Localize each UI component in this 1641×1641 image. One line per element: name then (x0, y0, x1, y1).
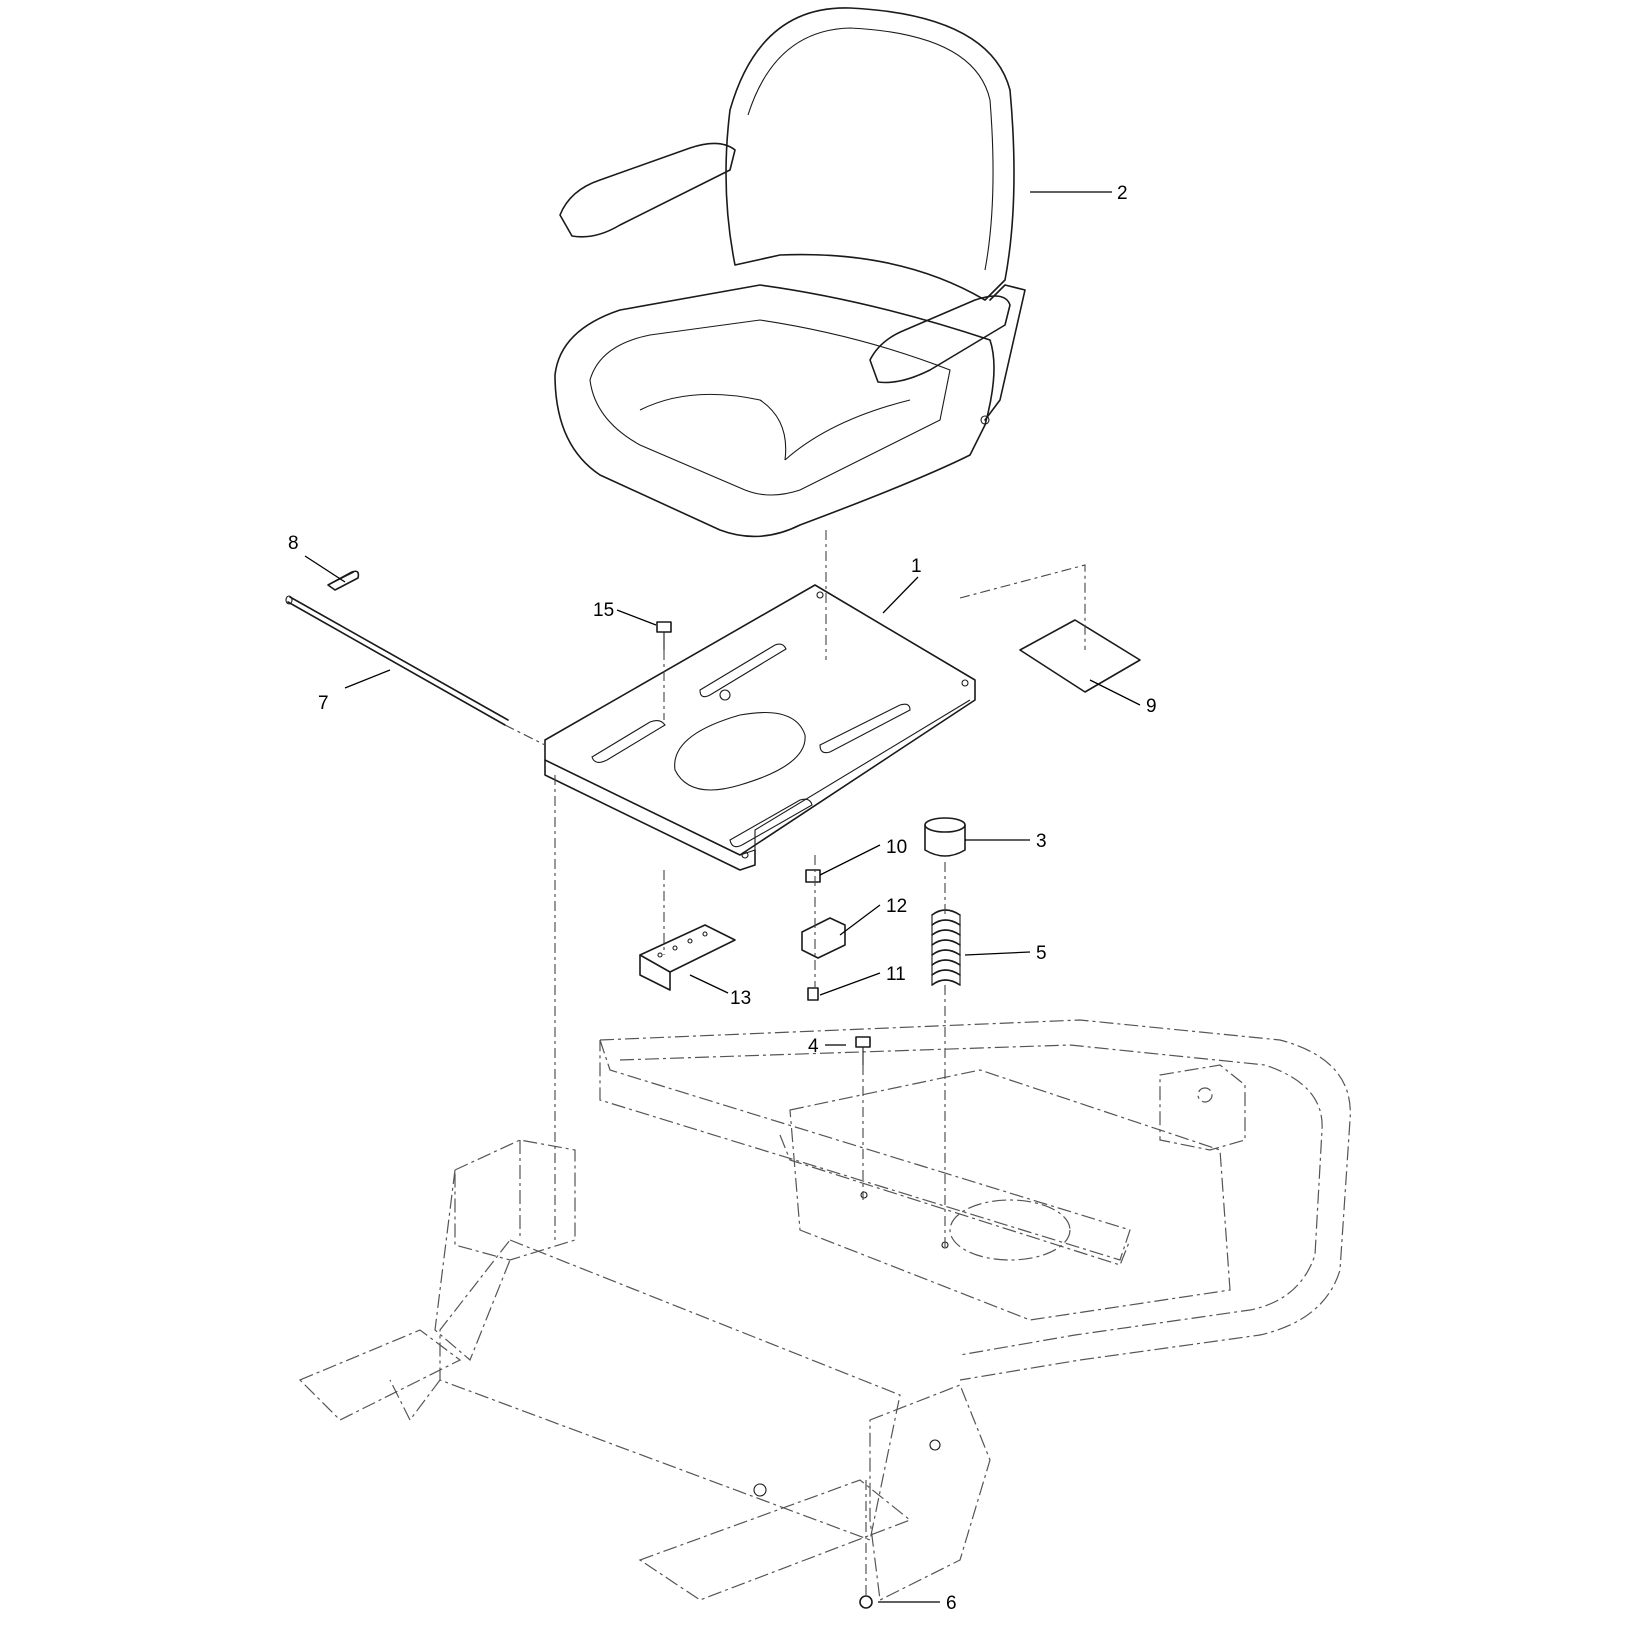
callout-10: 10 (886, 837, 907, 858)
seat-rod (285, 595, 509, 726)
chassis-frame-phantom (298, 1019, 1351, 1601)
callout-8: 8 (288, 533, 299, 554)
nut-10 (805, 869, 821, 883)
bolt-15 (656, 621, 672, 650)
callout-12: 12 (886, 896, 907, 917)
callout-4: 4 (808, 1036, 819, 1057)
callout-1: 1 (911, 556, 922, 577)
seat-pan-plate (544, 584, 976, 871)
slotted-bracket (639, 924, 736, 991)
callout-2: 2 (1117, 183, 1128, 204)
screw-11 (807, 987, 819, 1001)
callout-7: 7 (318, 693, 329, 714)
decal-plate (1019, 619, 1141, 693)
callout-labels: 1 2 3 4 5 6 7 8 9 10 11 12 13 15 (288, 183, 1157, 1614)
nut-6 (859, 1595, 873, 1609)
seat-assembly (554, 7, 1026, 538)
rubber-bumper (924, 817, 966, 857)
callout-3: 3 (1036, 831, 1047, 852)
bolt-4 (855, 1036, 871, 1065)
hair-pin-clip (327, 570, 360, 591)
compression-spring (931, 909, 961, 986)
callout-11: 11 (886, 964, 906, 985)
callout-15: 15 (593, 600, 614, 621)
callout-5: 5 (1036, 943, 1047, 964)
callout-6: 6 (946, 1593, 957, 1614)
callout-leaders (304, 191, 1141, 1603)
callout-13: 13 (730, 988, 751, 1009)
clip-bracket-12 (801, 917, 846, 959)
assembly-center-lines (504, 530, 1086, 1596)
callout-9: 9 (1146, 696, 1157, 717)
